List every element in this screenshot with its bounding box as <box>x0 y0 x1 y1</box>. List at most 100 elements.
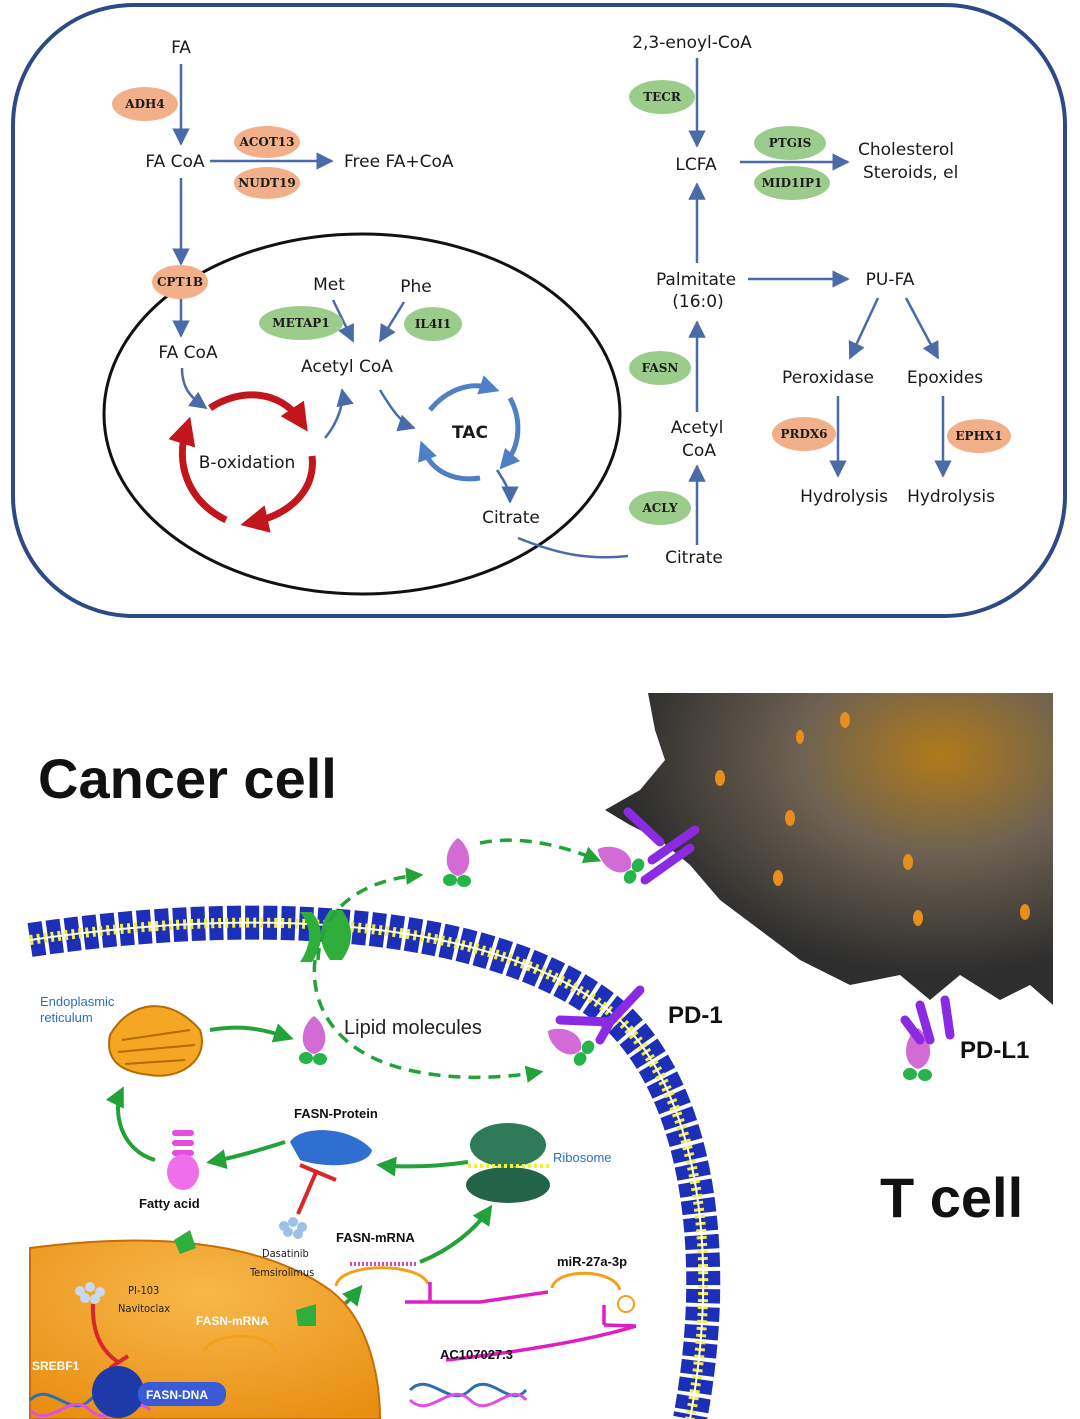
nuclear-pores <box>174 1230 316 1326</box>
label-fatty-acid: Fatty acid <box>139 1196 200 1211</box>
label-srebf1: SREBF1 <box>32 1359 80 1373</box>
tac-cycle <box>418 375 521 482</box>
node-phe: Phe <box>400 277 432 297</box>
label-er-2: reticulum <box>40 1010 93 1025</box>
t-cell-granules <box>715 712 1030 926</box>
node-hydrolysis-2: Hydrolysis <box>907 487 995 507</box>
enzyme-mid1ip1 <box>754 166 830 200</box>
label-ephx1: EPHX1 <box>955 429 1002 443</box>
enzyme-tecr <box>629 80 695 114</box>
node-palmitate-16: (16:0) <box>672 292 723 312</box>
node-free-fa: Free FA+CoA <box>344 152 454 172</box>
label-fasn: FASN <box>642 361 679 375</box>
label-mid1ip1: MID1IP1 <box>762 176 823 190</box>
pd-receptors <box>555 807 955 1045</box>
enzyme-prdx6 <box>772 417 836 451</box>
enzyme-ephx1 <box>947 419 1011 453</box>
node-coa: CoA <box>682 441 716 461</box>
node-acetyl: Acetyl <box>671 418 724 438</box>
label-er-1: Endoplasmic <box>40 994 115 1009</box>
label-adh4: ADH4 <box>124 97 164 111</box>
enzyme-fasn <box>629 351 691 385</box>
drug-cluster-nucleus <box>75 1282 105 1304</box>
fasn-protein <box>290 1130 372 1166</box>
node-citrate: Citrate <box>665 548 723 568</box>
enzyme-acot13 <box>234 126 300 158</box>
label-cpt1b: CPT1B <box>157 275 203 289</box>
enzyme-nudt19 <box>234 167 300 199</box>
label-il4i1: IL4I1 <box>415 317 451 331</box>
node-met: Met <box>313 275 345 295</box>
label-pi103: PI-103 <box>128 1284 159 1297</box>
pathway-arrows <box>172 58 952 559</box>
node-lcfa: LCFA <box>675 155 717 175</box>
label-tecr: TECR <box>643 90 682 104</box>
lipid-transport-arrows <box>312 838 602 1083</box>
label-pd1: PD-1 <box>668 1002 723 1029</box>
node-b-oxidation: B-oxidation <box>199 453 296 473</box>
label-lipid-molecules: Lipid molecules <box>344 1017 482 1039</box>
label-ptgis: PTGIS <box>769 136 811 150</box>
enzyme-cpt1b <box>152 265 208 299</box>
node-enoyl-coa: 2,3-enoyl-CoA <box>632 33 752 53</box>
metabolite-labels: FA FA CoA Free FA+CoA FA CoA Met Phe Ace… <box>145 33 995 568</box>
ribosome <box>466 1123 550 1203</box>
label-acot13: ACOT13 <box>239 135 295 149</box>
enzyme-ptgis <box>754 126 826 160</box>
node-hydrolysis-1: Hydrolysis <box>800 487 888 507</box>
fasn-mrna-strand <box>334 1266 430 1287</box>
label-ac107027: AC107027.3 <box>440 1347 513 1362</box>
label-ribosome: Ribosome <box>553 1150 612 1165</box>
node-peroxidase: Peroxidase <box>782 368 874 388</box>
label-temsirolimus: Temsirolimus <box>249 1266 314 1279</box>
node-steroids: Steroids, el <box>863 163 958 183</box>
cell-illustration: Cancer cell T cell Endoplasmic reticulum… <box>27 693 1053 1419</box>
nuclear-mrna-strand <box>202 1334 278 1353</box>
t-cell-body <box>605 693 1053 1005</box>
node-fa-coa: FA CoA <box>145 152 205 172</box>
node-epoxides: Epoxides <box>907 368 983 388</box>
mitochondrion-border <box>102 232 622 596</box>
node-acetyl-coa-mito: Acetyl CoA <box>301 357 393 377</box>
label-mir-27a-3p: miR-27a-3p <box>557 1254 627 1269</box>
label-fasn-mrna: FASN-mRNA <box>336 1230 415 1245</box>
node-cholesterol: Cholesterol <box>858 140 954 160</box>
mirna-strand <box>550 1271 622 1291</box>
drug-cluster <box>279 1217 307 1239</box>
title-cancer-cell: Cancer cell <box>38 747 337 810</box>
node-citrate-mito: Citrate <box>482 508 540 528</box>
label-metap1: METAP1 <box>272 316 329 330</box>
b-oxidation-cycle <box>168 391 316 533</box>
enzyme-il4i1 <box>404 307 462 341</box>
label-fasn-dna: FASN-DNA <box>146 1388 208 1402</box>
enzyme-adh4 <box>112 87 178 121</box>
endoplasmic-reticulum <box>108 1005 203 1077</box>
inhibitor-dasatinib <box>296 1163 337 1215</box>
dna-helix-lnc <box>408 1382 528 1408</box>
label-prdx6: PRDX6 <box>780 427 827 441</box>
inhibitor-pi103 <box>90 1303 130 1370</box>
cell-border <box>11 3 1067 618</box>
label-dasatinib: Dasatinib <box>262 1247 309 1260</box>
label-acly: ACLY <box>641 501 678 515</box>
fasn-dna-box <box>138 1382 226 1406</box>
label-nudt19: NUDT19 <box>238 176 295 190</box>
label-navitoclax: Navitoclax <box>118 1302 170 1315</box>
enzymes: ADH4 ACOT13 NUDT19 CPT1B METAP1 IL4I1 TE… <box>112 80 1011 525</box>
label-fasn-mrna-nucleus: FASN-mRNA <box>196 1314 269 1328</box>
mirna-loop <box>617 1295 635 1313</box>
cell-membrane <box>27 905 721 1419</box>
pathway-panel: ADH4 ACOT13 NUDT19 CPT1B METAP1 IL4I1 TE… <box>11 3 1067 618</box>
membrane-channel <box>300 910 351 962</box>
label-fasn-protein: FASN-Protein <box>294 1106 378 1121</box>
srebf1-protein <box>92 1366 144 1418</box>
node-fa: FA <box>171 38 191 58</box>
enzyme-acly <box>629 491 691 525</box>
title-t-cell: T cell <box>880 1166 1023 1229</box>
enzyme-metap1 <box>259 306 343 340</box>
node-palmitate: Palmitate <box>656 270 736 290</box>
node-pufa: PU-FA <box>866 270 915 290</box>
node-fa-coa-mito: FA CoA <box>158 343 218 363</box>
fatty-acid <box>167 1130 199 1190</box>
